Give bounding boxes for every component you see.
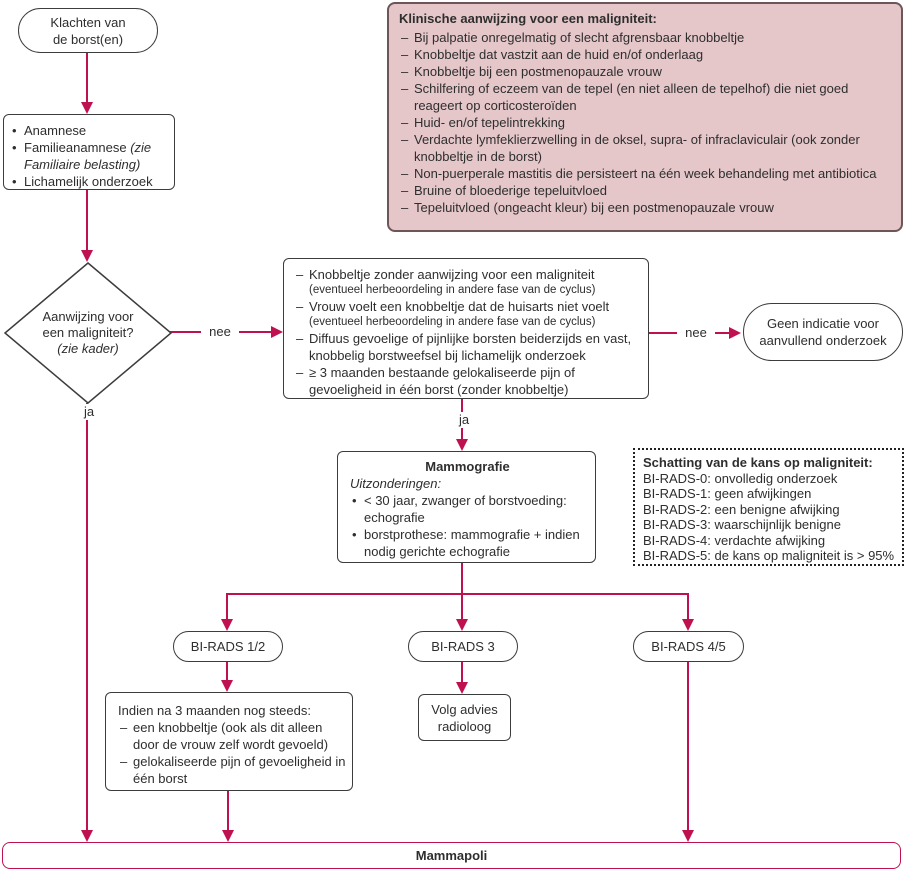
- benign-findings-box: Knobbeltje zonder aanwijzing voor een ma…: [283, 258, 649, 399]
- arrowhead-down-icon: [456, 619, 468, 631]
- birads3-node: BI-RADS 3: [408, 631, 518, 662]
- persist-title: Indien na 3 maanden nog steeds:: [118, 703, 311, 718]
- radioloog-line2: radioloog: [437, 718, 492, 734]
- list-item: Non-puerperale mastitis die persisteert …: [399, 165, 889, 182]
- arrowhead-down-icon: [456, 682, 468, 694]
- decision-note: (zie kader): [57, 341, 119, 356]
- list-item: Vrouw voelt een knobbeltje dat de huisar…: [294, 298, 640, 330]
- arrowhead-down-icon: [81, 102, 93, 114]
- mammografie-list: < 30 jaar, zwanger of borstvoeding: echo…: [350, 492, 585, 560]
- mammografie-title: Mammografie: [425, 459, 510, 474]
- edge-to-birads3: [461, 593, 463, 619]
- edge-birads12-to-persist: [226, 662, 228, 680]
- kader-title: Klinische aanwijzing voor een malignitei…: [399, 11, 657, 26]
- decision-line2: een maligniteit?: [42, 325, 134, 340]
- edge-start-to-intake: [86, 53, 88, 103]
- list-item: een knobbeltje (ook als dit alleen door …: [118, 719, 346, 753]
- birads12-label: BI-RADS 1/2: [190, 639, 266, 654]
- list-item: Schilfering of eczeem van de tepel (en n…: [399, 80, 889, 114]
- no-indication-node: Geen indicatie voor aanvullend onderzoek: [743, 303, 903, 361]
- list-item: Lichamelijk onderzoek: [10, 173, 168, 190]
- arrowhead-down-icon: [682, 619, 694, 631]
- arrowhead-right-icon: [271, 326, 283, 338]
- radioloog-box: Volg advies radioloog: [418, 694, 511, 741]
- arrowhead-down-icon: [81, 830, 93, 842]
- list-item: Knobbeltje zonder aanwijzing voor een ma…: [294, 266, 640, 298]
- start-line2: de borst(en): [52, 31, 124, 47]
- list-item: < 30 jaar, zwanger of borstvoeding: echo…: [350, 492, 585, 526]
- edge-label-ja: ja: [449, 412, 479, 428]
- arrowhead-down-icon: [222, 830, 234, 842]
- arrowhead-down-icon: [221, 619, 233, 631]
- list-item: Bij palpatie onregelmatig of slecht afgr…: [399, 29, 889, 46]
- intake-list: AnamneseFamilieanamnese (zie Familiaire …: [10, 122, 168, 190]
- list-item: Knobbeltje dat vastzit aan de huid en/of…: [399, 46, 889, 63]
- decision-diamond: Aanwijzing voor een maligniteit? (zie ka…: [3, 261, 173, 405]
- intake-box: AnamneseFamilieanamnese (zie Familiaire …: [3, 114, 175, 190]
- arrowhead-down-icon: [221, 680, 233, 692]
- list-item: Verdachte lymfeklierzwelling in de oksel…: [399, 131, 889, 165]
- list-item: Huid- en/of tepelintrekking: [399, 114, 889, 131]
- list-item: gelokaliseerde pijn of gevoeligheid in é…: [118, 753, 346, 787]
- birads45-node: BI-RADS 4/5: [633, 631, 744, 662]
- list-item: Tepeluitvloed (ongeacht kleur) bij een p…: [399, 199, 889, 216]
- edge-label-nee: nee: [677, 325, 715, 341]
- benign-findings-list: Knobbeltje zonder aanwijzing voor een ma…: [294, 266, 640, 398]
- persist-box: Indien na 3 maanden nog steeds: een knob…: [105, 692, 353, 791]
- kader-maligniteit-box: Klinische aanwijzing voor een malignitei…: [387, 2, 903, 232]
- edge-splitter: [226, 593, 689, 595]
- start-line1: Klachten van: [50, 14, 126, 30]
- list-item: Diffuus gevoelige of pijnlijke borsten b…: [294, 330, 640, 364]
- radioloog-line1: Volg advies: [431, 701, 498, 717]
- start-node-klachten: Klachten van de borst(en): [18, 8, 158, 53]
- edge-decision-ja-to-mammapoli: [86, 403, 88, 830]
- kader-list: Bij palpatie onregelmatig of slecht afgr…: [399, 29, 889, 216]
- mammapoli-label: Mammapoli: [415, 848, 488, 863]
- decision-line1: Aanwijzing voor: [42, 309, 134, 324]
- diamond-shape: [3, 262, 173, 404]
- mammografie-subtitle: Uitzonderingen:: [350, 476, 442, 491]
- mammapoli-bar: Mammapoli: [2, 842, 901, 869]
- arrowhead-right-icon: [729, 327, 741, 339]
- list-item: Anamnese: [10, 122, 168, 139]
- list-item: Bruine of bloederige tepeluitvloed: [399, 182, 889, 199]
- list-item: BI-RADS-3: waarschijnlijk benigne: [643, 517, 841, 532]
- edge-persist-to-mammapoli: [227, 791, 229, 830]
- decision-text: Aanwijzing voor een maligniteit? (zie ka…: [3, 261, 173, 405]
- birads-legend-box: Schatting van de kans op maligniteit: BI…: [633, 448, 904, 566]
- arrowhead-down-icon: [682, 830, 694, 842]
- arrowhead-down-icon: [456, 439, 468, 451]
- arrowhead-down-icon: [81, 250, 93, 262]
- list-item: BI-RADS-2: een benigne afwijking: [643, 501, 840, 517]
- birads-legend-title: Schatting van de kans op maligniteit:: [643, 455, 873, 470]
- edge-to-birads45: [687, 593, 689, 619]
- birads3-label: BI-RADS 3: [431, 639, 495, 654]
- list-item: borstprothese: mammografie + indien nodi…: [350, 526, 585, 560]
- edge-intake-to-decision: [86, 190, 88, 250]
- persist-list: een knobbeltje (ook als dit alleen door …: [118, 719, 346, 787]
- edge-label-nee: nee: [201, 324, 239, 340]
- birads45-label: BI-RADS 4/5: [651, 639, 726, 654]
- edge-birads45-to-mammapoli: [687, 662, 689, 830]
- edge-mammografie-down: [461, 563, 463, 595]
- list-item: BI-RADS-1: geen afwijkingen: [643, 486, 812, 501]
- no-indication-line2: aanvullend onderzoek: [759, 333, 887, 348]
- edge-birads3-to-radioloog: [461, 662, 463, 682]
- list-item: BI-RADS-5: de kans op maligniteit is > 9…: [643, 548, 895, 563]
- list-item: Familieanamnese (zie Familiaire belastin…: [10, 139, 168, 173]
- mammografie-box: Mammografie Uitzonderingen: < 30 jaar, z…: [337, 451, 596, 563]
- list-item: BI-RADS-4: verdachte afwijking: [643, 532, 826, 548]
- no-indication-line1: Geen indicatie voor: [766, 316, 879, 331]
- list-item: ≥ 3 maanden bestaande gelokaliseerde pij…: [294, 364, 640, 398]
- edge-to-birads12: [226, 593, 228, 619]
- birads12-node: BI-RADS 1/2: [173, 631, 283, 662]
- list-item: Knobbeltje bij een postmenopauzale vrouw: [399, 63, 889, 80]
- list-item: BI-RADS-0: onvolledig onderzoek: [643, 470, 838, 486]
- edge-label-ja: ja: [74, 404, 104, 420]
